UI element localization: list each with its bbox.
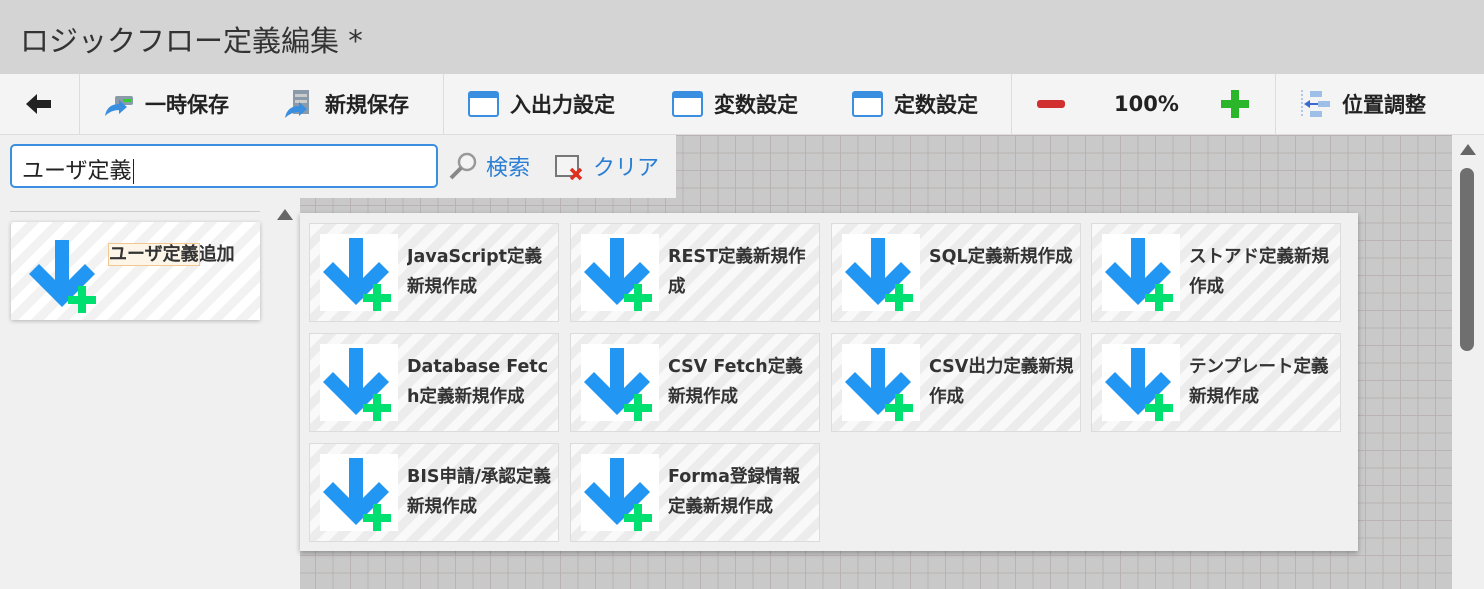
- magnifier-icon: [449, 152, 477, 180]
- scrollbar-thumb[interactable]: [1460, 168, 1474, 351]
- create-definition-card[interactable]: Forma登録情報定義新規作成: [570, 443, 820, 542]
- window-icon: [468, 91, 499, 117]
- toolbar: 一時保存 新規保存 入出力設定 変数設定 定数設定 100% 位置調整: [0, 74, 1484, 135]
- card-label: Forma登録情報定義新規作成: [668, 467, 800, 517]
- definition-palette: JavaScript定義新規作成 REST定義新規作成 SQL定義新規作成 ストアド定…: [300, 213, 1358, 551]
- create-definition-card[interactable]: BIS申請/承認定義新規作成: [309, 443, 559, 542]
- scroll-up-icon[interactable]: [277, 209, 293, 220]
- clear-button[interactable]: クリア: [555, 150, 659, 182]
- window-icon: [852, 91, 883, 117]
- card-label: Database Fetch定義新規作成: [407, 357, 549, 407]
- create-definition-card[interactable]: CSV Fetch定義新規作成: [570, 333, 820, 432]
- align-button[interactable]: 位置調整: [1300, 74, 1426, 134]
- add-arrow-icon: [1102, 234, 1180, 312]
- add-arrow-icon: [320, 454, 398, 532]
- new-save-button[interactable]: 新規保存: [283, 74, 409, 134]
- const-settings-label: 定数設定: [894, 93, 978, 117]
- create-definition-card[interactable]: Database Fetch定義新規作成: [309, 333, 559, 432]
- var-settings-label: 変数設定: [714, 93, 798, 117]
- create-definition-card[interactable]: ストアド定義新規作成: [1091, 223, 1341, 322]
- add-arrow-icon: [320, 234, 398, 312]
- divider: [79, 74, 80, 134]
- new-save-icon: [285, 90, 309, 118]
- new-save-label: 新規保存: [325, 93, 409, 117]
- back-arrow-icon: [26, 94, 51, 114]
- divider: [1011, 74, 1012, 134]
- divider: [1275, 74, 1276, 134]
- card-label: テンプレート定義新規作成: [1189, 357, 1329, 407]
- add-arrow-icon: [581, 344, 659, 422]
- search-input[interactable]: ユーザ定義: [10, 144, 438, 188]
- io-settings-button[interactable]: 入出力設定: [468, 74, 615, 134]
- zoom-level: 100%: [1114, 92, 1179, 116]
- temp-save-button[interactable]: 一時保存: [103, 74, 229, 134]
- search-button[interactable]: 検索: [448, 150, 530, 182]
- io-settings-label: 入出力設定: [510, 93, 615, 117]
- zoom-in-button[interactable]: [1221, 74, 1249, 134]
- align-icon: [1301, 90, 1330, 118]
- add-arrow-icon: [842, 234, 920, 312]
- back-button[interactable]: [26, 74, 52, 134]
- align-label: 位置調整: [1342, 93, 1426, 117]
- create-definition-card[interactable]: REST定義新規作成: [570, 223, 820, 322]
- divider: [443, 74, 444, 134]
- add-arrow-icon: [29, 240, 96, 313]
- card-label: BIS申請/承認定義新規作成: [407, 467, 551, 517]
- card-label: CSV出力定義新規作成: [929, 357, 1074, 407]
- clear-icon: [555, 155, 583, 181]
- create-definition-card[interactable]: JavaScript定義新規作成: [309, 223, 559, 322]
- add-arrow-icon: [581, 454, 659, 532]
- create-definition-card[interactable]: CSV出力定義新規作成: [831, 333, 1081, 432]
- add-arrow-icon: [1102, 344, 1180, 422]
- window-icon: [672, 91, 703, 117]
- temp-save-icon: [105, 96, 133, 116]
- match-highlight: ユーザ定義: [108, 243, 200, 266]
- add-user-definition-item[interactable]: ユーザ定義追加: [11, 222, 260, 320]
- divider: [10, 211, 260, 212]
- card-label: SQL定義新規作成: [929, 247, 1073, 267]
- add-arrow-icon: [320, 344, 398, 422]
- card-label: CSV Fetch定義新規作成: [668, 357, 803, 407]
- add-arrow-icon: [581, 234, 659, 312]
- canvas-scrollbar[interactable]: [1452, 135, 1484, 589]
- window-title: ロジックフロー定義編集 *: [0, 0, 1484, 74]
- const-settings-button[interactable]: 定数設定: [852, 74, 978, 134]
- scroll-up-icon[interactable]: [1460, 144, 1476, 155]
- var-settings-button[interactable]: 変数設定: [672, 74, 798, 134]
- create-definition-card[interactable]: テンプレート定義新規作成: [1091, 333, 1341, 432]
- plus-icon: [1221, 90, 1249, 118]
- create-definition-card[interactable]: SQL定義新規作成: [831, 223, 1081, 322]
- zoom-out-button[interactable]: [1037, 74, 1065, 134]
- search-bar: ユーザ定義 検索 クリア: [0, 135, 676, 198]
- add-arrow-icon: [842, 344, 920, 422]
- minus-icon: [1037, 100, 1065, 108]
- card-label: REST定義新規作成: [668, 247, 806, 297]
- card-label: JavaScript定義新規作成: [407, 247, 543, 297]
- temp-save-label: 一時保存: [145, 93, 229, 117]
- left-scrollbar[interactable]: [272, 198, 300, 589]
- card-label: ストアド定義新規作成: [1189, 247, 1329, 297]
